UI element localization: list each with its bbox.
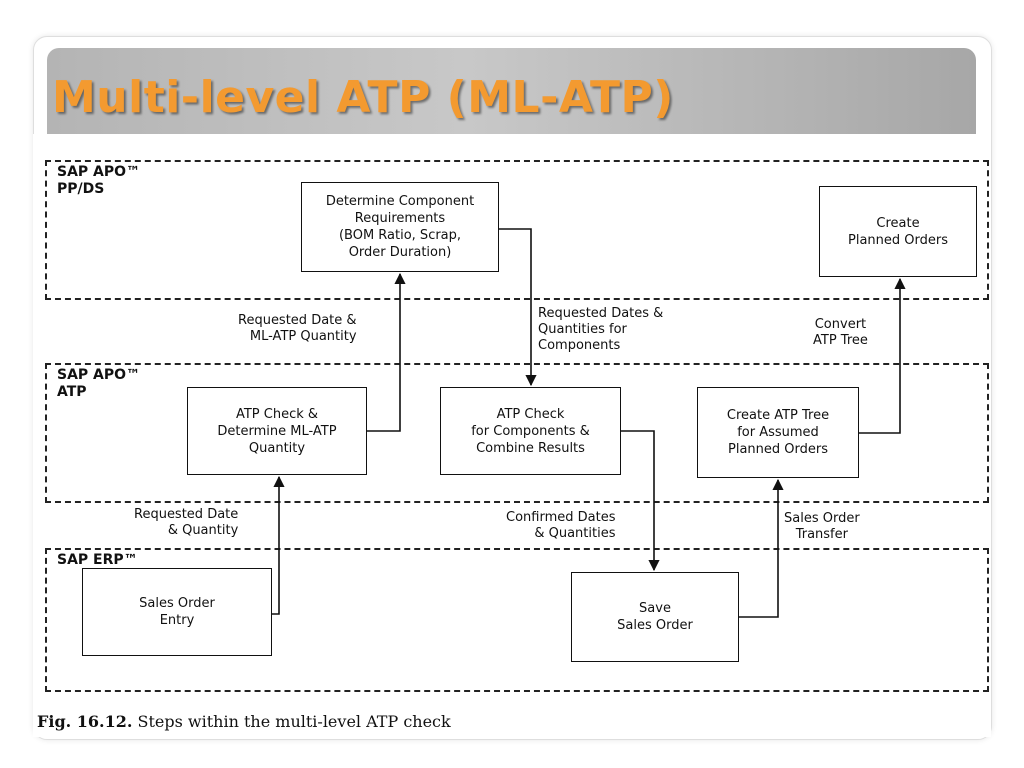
caption-figure-number: Fig. 16.12.	[37, 712, 133, 731]
label-requested-dates-components: Requested Dates & Quantities for Compone…	[538, 306, 664, 353]
label-sales-order-transfer: Sales Order Transfer	[784, 511, 860, 542]
box-determine-component-requirements: Determine Component Requirements (BOM Ra…	[301, 182, 499, 272]
box-create-atp-tree: Create ATP Tree for Assumed Planned Orde…	[697, 387, 859, 478]
box-atp-check-components: ATP Check for Components & Combine Resul…	[440, 387, 621, 475]
label-convert-atp-tree: Convert ATP Tree	[813, 317, 868, 348]
box-save-sales-order: Save Sales Order	[571, 572, 739, 662]
region-label-atp: SAP APO™ ATP	[57, 367, 141, 400]
box-atp-check-ml: ATP Check & Determine ML-ATP Quantity	[187, 387, 367, 475]
box-create-planned-orders: Create Planned Orders	[819, 186, 977, 277]
title-bar	[47, 48, 976, 134]
region-label-ppds: SAP APO™ PP/DS	[57, 164, 141, 197]
box-sales-order-entry: Sales Order Entry	[82, 568, 272, 656]
caption-text: Steps within the multi-level ATP check	[132, 712, 451, 731]
label-requested-date-ml-atp: Requested Date & ML-ATP Quantity	[238, 313, 357, 344]
region-label-erp: SAP ERP™	[57, 552, 138, 568]
region-erp	[45, 548, 989, 692]
figure-caption: Fig. 16.12. Steps within the multi-level…	[37, 712, 451, 731]
slide-title: Multi-level ATP (ML-ATP)	[52, 72, 674, 123]
label-confirmed-dates-quantities: Confirmed Dates & Quantities	[506, 510, 616, 541]
label-requested-date-quantity: Requested Date & Quantity	[134, 507, 239, 538]
